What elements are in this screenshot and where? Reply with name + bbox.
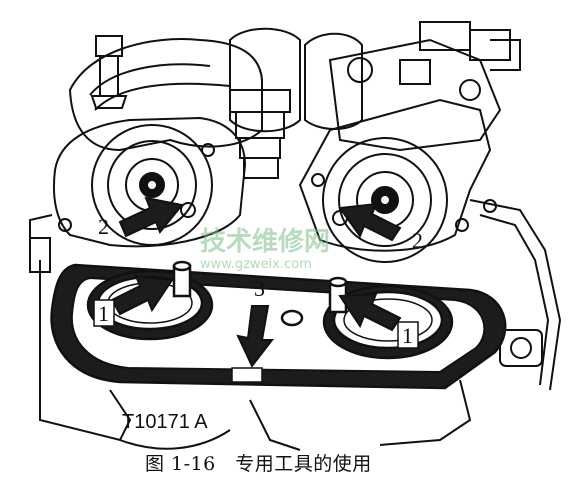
arrows xyxy=(110,196,402,368)
watermark: 技术维修网 www.gzweix.com xyxy=(200,226,330,272)
arrow-icon xyxy=(118,196,184,238)
arrow-icon xyxy=(110,274,174,316)
arrow-icon xyxy=(236,305,275,368)
callout-labels: 1 1 2 2 3 xyxy=(93,214,423,349)
watermark-text: 技术维修网 xyxy=(200,226,330,257)
arrow-icon xyxy=(338,202,402,242)
callout-3: 3 xyxy=(254,276,265,301)
callout-1-right: 1 xyxy=(402,323,413,348)
callout-1-left: 1 xyxy=(98,301,109,326)
callout-2-left: 2 xyxy=(98,214,109,239)
engine-drawing xyxy=(29,21,562,451)
watermark-url: www.gzweix.com xyxy=(200,257,312,272)
callout-2-right: 2 xyxy=(412,228,423,253)
camshaft-pulley-right xyxy=(322,137,448,263)
special-tool-plate xyxy=(50,260,507,390)
arrow-icon xyxy=(338,292,402,332)
figure-caption: 图 1-16 专用工具的使用 xyxy=(145,453,372,475)
tool-code: T10171 A xyxy=(122,411,208,433)
camshaft-pulley-left xyxy=(91,124,213,246)
